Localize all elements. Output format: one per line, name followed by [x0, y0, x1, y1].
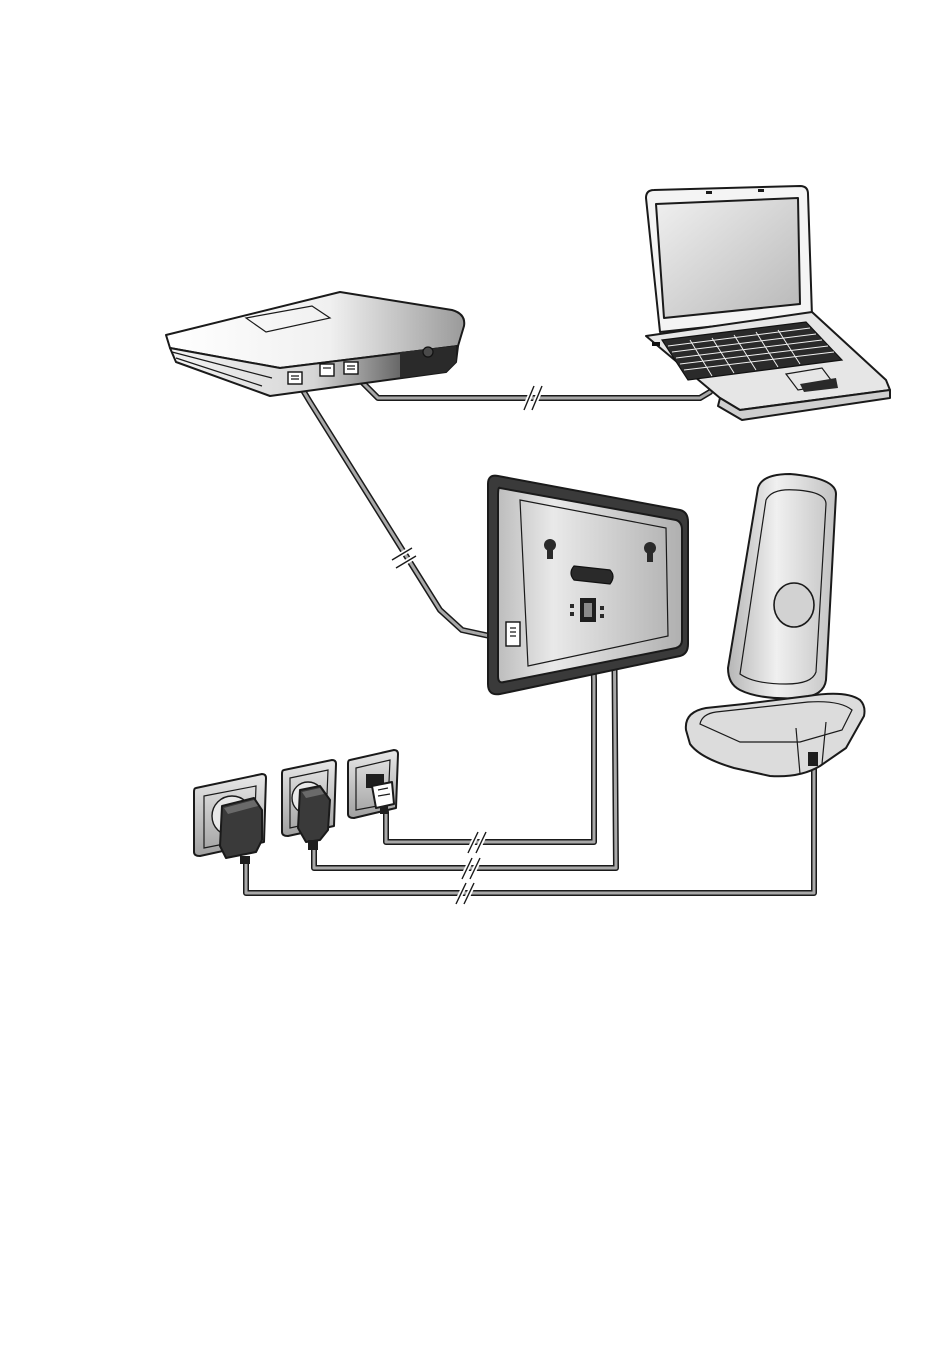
handset-navigation-key [774, 583, 814, 627]
power-outlet-icon [282, 760, 336, 850]
laptop-icon [646, 186, 890, 420]
phone-socket-icon [348, 750, 398, 818]
base-phone-jack [580, 598, 596, 622]
power-outlet-icon [194, 774, 266, 864]
router-lan-port-3 [344, 362, 358, 374]
router-to-base-cable [298, 382, 508, 640]
router-lan-port-2 [320, 364, 334, 376]
power-adapter [220, 798, 262, 864]
power-adapter [298, 786, 330, 850]
base-lan-port [506, 622, 520, 646]
base-station-icon [488, 476, 688, 695]
router-icon [166, 292, 464, 396]
router-lan-port-1 [288, 372, 302, 384]
handset-icon [686, 474, 865, 776]
charger-cradle [686, 694, 865, 777]
